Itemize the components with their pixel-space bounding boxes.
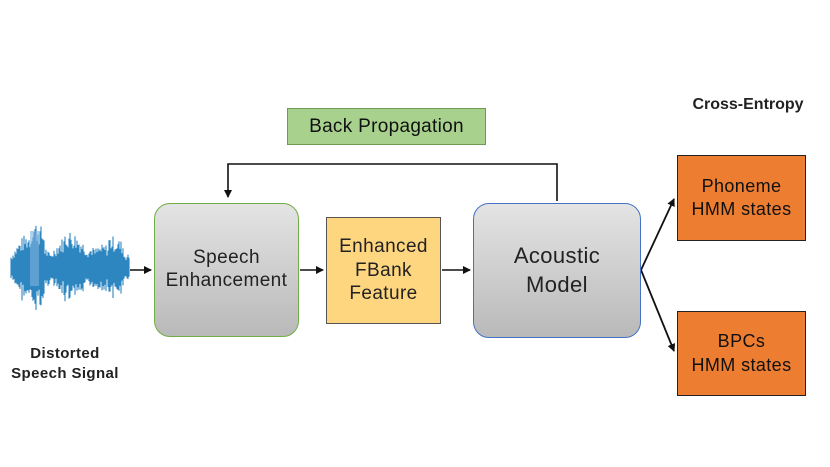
bpcs-hmm-states-box: BPCs HMM states: [677, 311, 806, 396]
distorted-speech-signal-label: Distorted Speech Signal: [11, 345, 119, 383]
acoustic-model-block: Acoustic Model: [473, 203, 641, 338]
waveform-highlight: [30, 231, 39, 286]
arrow-acoustic-to-phoneme: [640, 198, 675, 271]
waveform-trace: [10, 225, 130, 310]
phoneme-hmm-states-box: Phoneme HMM states: [677, 155, 806, 241]
waveform-icon: [10, 225, 130, 310]
arrow-acoustic-to-bpcs: [640, 269, 676, 352]
enhanced-fbank-feature-block: Enhanced FBank Feature: [326, 217, 441, 324]
cross-entropy-label: Cross-Entropy: [692, 96, 804, 113]
feedback-arrow: [224, 163, 558, 201]
speech-enhancement-block: Speech Enhancement: [154, 203, 299, 337]
back-propagation-box: Back Propagation: [287, 108, 486, 145]
